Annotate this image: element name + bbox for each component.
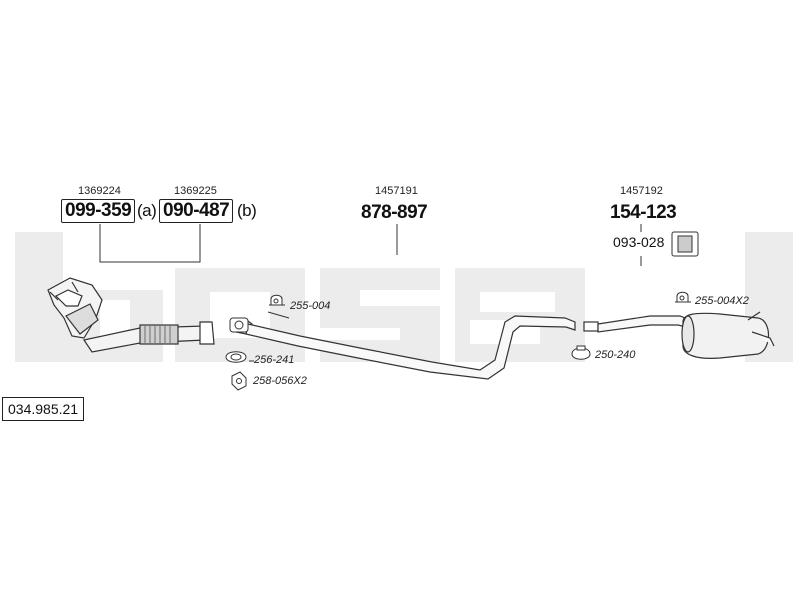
oe-ref-rear: 1457192 bbox=[620, 185, 663, 197]
oe-ref-a: 1369224 bbox=[78, 185, 121, 197]
part-number-mount[interactable]: 093-028 bbox=[613, 234, 665, 250]
gasket-icon bbox=[225, 351, 247, 363]
fitting-clamp-front[interactable]: 255-004 bbox=[290, 300, 331, 312]
front-pipe-flex bbox=[83, 321, 215, 353]
part-number-rear[interactable]: 154-123 bbox=[610, 202, 677, 223]
oe-ref-center: 1457191 bbox=[375, 185, 418, 197]
tag-b: (b) bbox=[237, 201, 257, 220]
fitting-nut[interactable]: 258-056X2 bbox=[253, 375, 307, 387]
rear-pipe-silencer bbox=[583, 311, 775, 359]
fitting-gasket[interactable]: 256-241 bbox=[254, 354, 295, 366]
clamp-rear-icon bbox=[675, 291, 691, 303]
clamp-mid-icon bbox=[571, 345, 591, 360]
catalytic-converter-manifold bbox=[47, 277, 131, 341]
fitting-clamp-mid[interactable]: 250-240 bbox=[595, 349, 636, 361]
part-number-a[interactable]: 099-359 bbox=[61, 199, 136, 223]
part-number-center[interactable]: 878-897 bbox=[361, 202, 428, 223]
nut-icon bbox=[231, 371, 247, 391]
leader-lines bbox=[99, 224, 642, 362]
fitting-clamp-rear[interactable]: 255-004X2 bbox=[695, 295, 749, 307]
tag-a: (a) bbox=[137, 201, 157, 220]
clamp-icon bbox=[269, 294, 285, 306]
rubber-mount-icon bbox=[671, 231, 699, 257]
diagram-id: 034.985.21 bbox=[2, 397, 85, 421]
front-gasket-ring bbox=[229, 317, 249, 333]
oe-ref-b: 1369225 bbox=[174, 185, 217, 197]
part-number-b[interactable]: 090-487 bbox=[159, 199, 234, 223]
